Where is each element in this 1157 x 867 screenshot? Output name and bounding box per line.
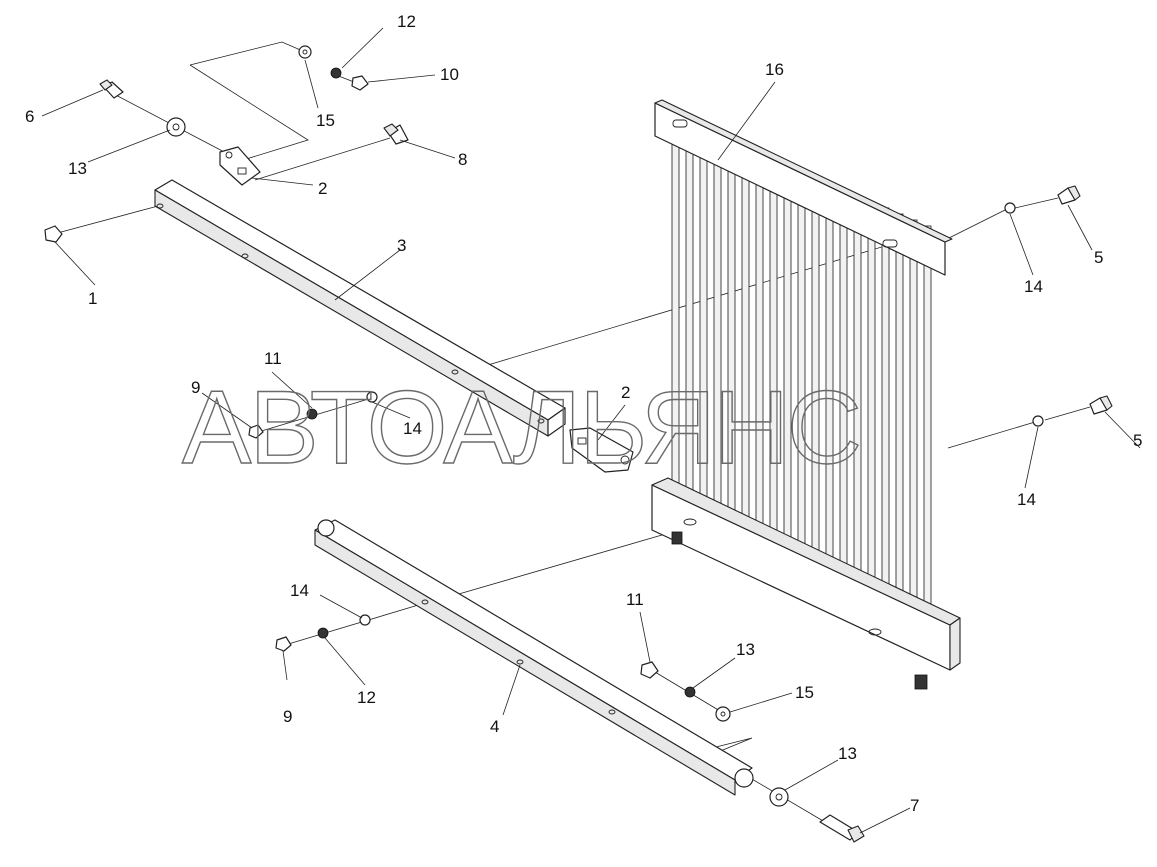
nut-10-top	[351, 75, 369, 91]
lockwasher-11-lower	[317, 627, 329, 639]
washer-13-top	[166, 117, 186, 137]
upper-bracket-bar	[154, 179, 566, 437]
bolt-8	[383, 123, 409, 145]
nut-1	[44, 225, 63, 243]
callout-14-right-lower: 14	[1017, 490, 1036, 509]
washer-13-lower	[769, 787, 789, 807]
nut-9-top	[248, 424, 264, 439]
fasteners	[44, 45, 1113, 843]
watermark-text: АВТОАЛЬЯНС	[182, 370, 860, 486]
callout-labels: 12 10 15 6 13 8 2 3 1 16 5 14 5 14 11 9 …	[25, 12, 1142, 815]
callout-2-top: 2	[318, 179, 327, 198]
callout-6: 6	[25, 107, 34, 126]
callout-14-right-upper: 14	[1024, 277, 1043, 296]
lower-bracket-bar	[314, 519, 754, 796]
callout-9-lower: 9	[283, 707, 292, 726]
callout-16: 16	[765, 60, 784, 79]
small-bracket-middle	[569, 427, 634, 473]
bolt-5-lower	[1089, 395, 1113, 415]
callout-5-upper: 5	[1094, 248, 1103, 267]
leader-lines	[41, 27, 1141, 834]
washer-15-lower	[715, 706, 731, 722]
radiator-core	[651, 99, 961, 690]
lockwasher-11-top	[306, 408, 318, 420]
callout-5-lower: 5	[1133, 431, 1142, 450]
washer-14-lower	[359, 614, 371, 626]
nut-10-lower	[640, 661, 659, 679]
callout-13-top: 13	[68, 159, 87, 178]
callout-4: 4	[490, 717, 499, 736]
callout-10-lower: 11	[626, 590, 644, 609]
callout-15-top: 15	[316, 111, 335, 130]
lockwasher-12-lower	[684, 686, 696, 698]
callout-11-lower: 12	[357, 688, 376, 707]
callout-10-top: 10	[440, 65, 459, 84]
callout-1: 1	[88, 289, 97, 308]
callout-7: 7	[910, 796, 919, 815]
bolt-5-upper	[1057, 185, 1081, 205]
washer-15-top	[298, 45, 312, 59]
callout-13-lower: 13	[838, 744, 857, 763]
callout-12-lower: 13	[736, 640, 755, 659]
callout-15-lower: 15	[795, 683, 814, 702]
radiator-top-plate	[654, 99, 953, 276]
small-bracket-top	[219, 146, 261, 186]
radiator-bottom-tank	[651, 477, 961, 690]
nut-9-lower	[275, 636, 292, 652]
bolt-6	[99, 79, 124, 99]
bolt-7	[819, 814, 865, 843]
callout-8: 8	[458, 150, 467, 169]
washer-14-right-upper	[1004, 202, 1016, 214]
callout-9-top: 9	[191, 378, 200, 397]
radiator-tubes	[671, 117, 932, 611]
callout-2-middle: 2	[621, 383, 630, 402]
callout-3: 3	[397, 236, 406, 255]
callout-14-lower: 14	[290, 581, 309, 600]
washer-14-right-lower	[1032, 415, 1044, 427]
callout-14-top: 14	[403, 419, 422, 438]
callout-12-top: 12	[397, 12, 416, 31]
callout-11-top: 11	[264, 349, 282, 368]
lockwasher-12-top	[330, 67, 342, 79]
